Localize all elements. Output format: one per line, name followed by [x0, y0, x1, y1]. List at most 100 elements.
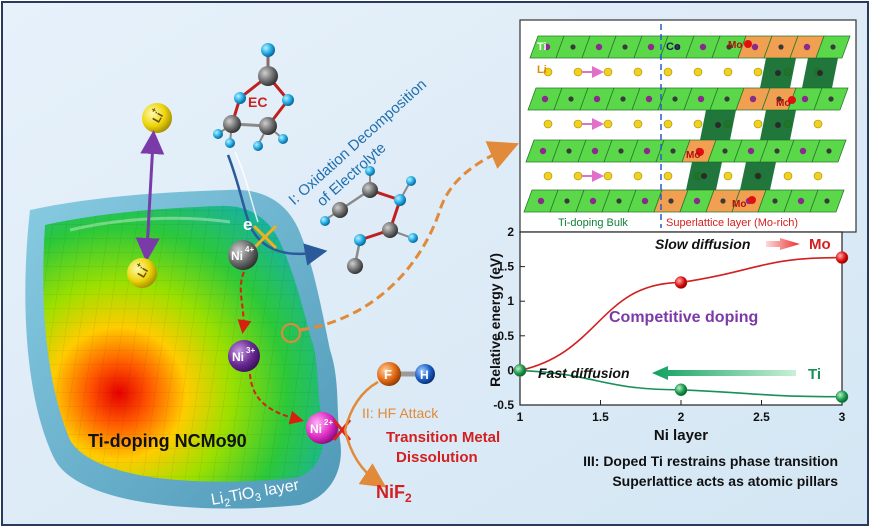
decomposition-arrow [226, 154, 328, 266]
lattice-atom [618, 148, 624, 154]
li2tio3-label: Li2TiO3 layer [210, 477, 302, 512]
lattice-li-atom [753, 67, 763, 77]
li-ion-top-charge: + [149, 106, 159, 115]
caption-line2: Superlattice acts as atomic pillars [612, 473, 838, 489]
ti-series-label: Ti [808, 366, 821, 383]
superlattice-label: Superlattice layer (Mo-rich) [666, 217, 798, 229]
li-ion-inside: Li + [127, 258, 157, 288]
lattice-atom [830, 44, 836, 50]
slow-diffusion-arrow [766, 238, 800, 250]
lattice-atom [803, 43, 811, 51]
lattice-atom [747, 147, 755, 155]
lattice-atom [693, 197, 701, 205]
slow-diffusion-label: Slow diffusion [655, 236, 750, 252]
lattice-atom [674, 44, 680, 50]
lattice-atom [828, 96, 834, 102]
particle-group [25, 189, 341, 509]
hf-molecule: F H [377, 362, 435, 386]
particle-grid [43, 205, 324, 482]
hf-attack-label: II: HF Attack [362, 405, 439, 421]
lattice-mo-atom [788, 96, 796, 104]
lattice-atom [801, 95, 809, 103]
chart-point-ti [674, 383, 688, 397]
f-atom-label: F [384, 367, 392, 382]
lattice-atom [641, 197, 649, 205]
chart-xtick-label: 2.5 [753, 410, 770, 424]
lattice-atom [722, 148, 728, 154]
lattice-atom [537, 197, 545, 205]
lattice-li-atom [573, 67, 583, 77]
lattice-ti-label: Ti [537, 41, 547, 53]
ni3-ion: Ni 3+ [228, 340, 260, 372]
lattice-atom [799, 147, 807, 155]
lattice-atom [622, 44, 628, 50]
chart-ytick-label: 0 [507, 363, 514, 377]
lattice-li-label: Li [537, 64, 547, 76]
lattice-atom [772, 198, 778, 204]
electron-label: e [243, 215, 252, 234]
lattice-li-atom [603, 171, 613, 181]
chart-ytick-label: 1.5 [497, 260, 514, 274]
fast-diffusion-arrow [652, 366, 796, 380]
hf-attack-arrow [343, 380, 387, 488]
bulk-label: Ti-doping Bulk [558, 217, 628, 229]
chart-xtick-label: 2 [678, 410, 685, 424]
lattice-li-atom [633, 119, 643, 129]
lattice-atom [672, 96, 678, 102]
ni4-to-ni3-arrow [237, 271, 252, 334]
lattice-li-atom [813, 119, 823, 129]
lattice-atom [751, 43, 759, 51]
lattice-li-atom [573, 171, 583, 181]
ni2-label: Ni [310, 422, 322, 436]
lattice-pillar-atom [775, 70, 781, 76]
li-diffusion-arrow [135, 130, 165, 262]
li-ion-top: Li + [142, 103, 172, 133]
lattice-li-atom [543, 171, 553, 181]
lattice-li-atom [693, 119, 703, 129]
lattice-mo-atom [744, 40, 752, 48]
lattice-li-atom [663, 171, 673, 181]
lattice-atom [749, 95, 757, 103]
lattice-atom [774, 148, 780, 154]
lattice-atom [616, 198, 622, 204]
tm-dissolution-line2: Dissolution [396, 449, 478, 466]
lattice-pillar-atom [817, 70, 823, 76]
h-atom-label: H [420, 368, 429, 382]
lattice-atom [595, 43, 603, 51]
chart-xlabel: Ni layer [654, 427, 708, 444]
zoom-circle [281, 323, 301, 343]
ni4-label: Ni [231, 249, 243, 263]
li-ion-inside-charge: + [134, 261, 144, 270]
ni2-ion: Ni 2+ [306, 412, 338, 444]
chart-ytick-label: 2 [507, 225, 514, 239]
nif2-label: NiF2 [376, 482, 412, 505]
ec-molecule: EC [213, 43, 294, 151]
chart-xtick-label: 3 [839, 410, 846, 424]
lattice-atom [824, 198, 830, 204]
ni3-to-ni2-arrow [249, 373, 304, 425]
lattice-li-atom [603, 67, 613, 77]
lattice-mo-label-3: Mo [686, 150, 700, 161]
lattice-atom [568, 96, 574, 102]
ni3-label: Ni [232, 350, 244, 364]
lattice-li-atom [753, 119, 763, 129]
lattice-atom [643, 147, 651, 155]
lattice-co-label: Co [666, 41, 681, 53]
lattice-li-atom [603, 119, 613, 129]
lattice-pillar-atom [755, 173, 761, 179]
decomposed-molecule [320, 166, 418, 274]
ti-doping-label: Ti-doping NCMo90 [88, 431, 247, 451]
lattice-atom [720, 198, 726, 204]
lattice-li-atom [543, 67, 553, 77]
lattice-li-atom [813, 171, 823, 181]
lattice-li-atom [573, 119, 583, 129]
ec-label: EC [248, 94, 267, 110]
lattice-li-atom [633, 171, 643, 181]
lattice-atom [591, 147, 599, 155]
lattice-atom [589, 197, 597, 205]
chart-xtick-label: 1 [517, 410, 524, 424]
lattice-mo-atom [748, 196, 756, 204]
